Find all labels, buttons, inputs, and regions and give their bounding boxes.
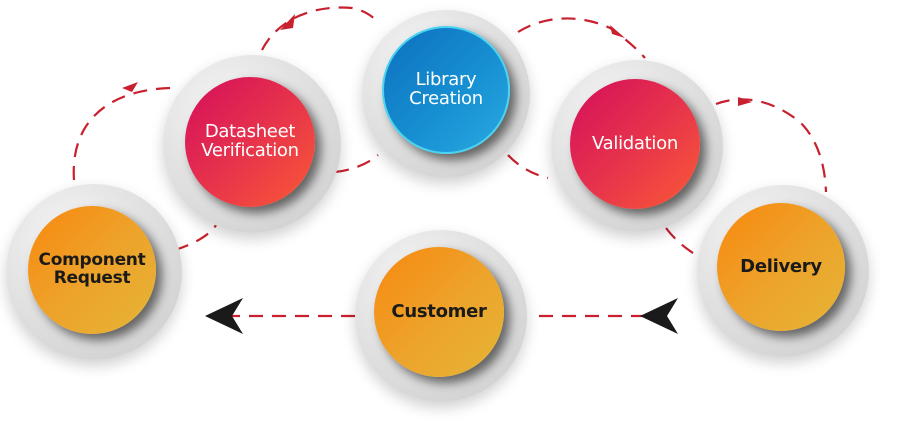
label-line: Creation (409, 88, 483, 109)
arrow-left-icon (205, 298, 243, 334)
node-delivery-disc: Delivery (717, 203, 845, 331)
label-line: Datasheet (204, 121, 296, 143)
label-line: Validation (592, 132, 678, 154)
edge-library-creation-to-validation-upper (517, 17, 646, 59)
node-label: Delivery (740, 255, 822, 277)
node-delivery: Delivery (697, 185, 869, 357)
edge-datasheet-verification-to-library-creation-lower (334, 154, 379, 174)
arrowhead-icon (610, 25, 625, 38)
label-line: Delivery (740, 255, 822, 277)
node-customer: Customer (355, 230, 527, 402)
node-validation: Validation (551, 60, 723, 232)
node-datasheet-verification: Datasheet Verification (163, 55, 341, 233)
node-label: Customer (391, 300, 487, 322)
label-line: Component (38, 250, 146, 271)
node-component-request: Component Request (6, 184, 182, 360)
node-label: Component Request (38, 250, 146, 288)
label-line: Request (53, 268, 131, 288)
node-customer-disc: Customer (374, 247, 504, 377)
edge-component-request-to-datasheet-verification-upper (72, 86, 171, 181)
node-label: Datasheet Verification (201, 121, 299, 161)
node-label: Library Creation (409, 69, 483, 109)
arrowhead-icon (122, 82, 138, 92)
node-label: Validation (592, 132, 678, 154)
node-library-creation: Library Creation (362, 10, 530, 178)
edge-datasheet-verification-to-library-creation-upper (261, 6, 379, 51)
arrowhead-icon (280, 14, 295, 30)
label-line: Customer (391, 300, 487, 322)
arrow-left-icon (640, 298, 678, 334)
edge-library-creation-to-validation-lower (507, 154, 549, 180)
node-datasheet-verification-disc: Datasheet Verification (185, 77, 315, 207)
node-component-request-disc: Component Request (28, 206, 156, 334)
node-validation-disc: Validation (570, 79, 700, 209)
label-line: Library (415, 69, 477, 91)
node-library-creation-disc: Library Creation (382, 26, 510, 154)
edge-validation-to-delivery-lower (665, 227, 697, 256)
label-line: Verification (201, 140, 299, 161)
edge-validation-to-delivery-upper (715, 98, 828, 193)
arrowhead-icon (738, 97, 752, 106)
